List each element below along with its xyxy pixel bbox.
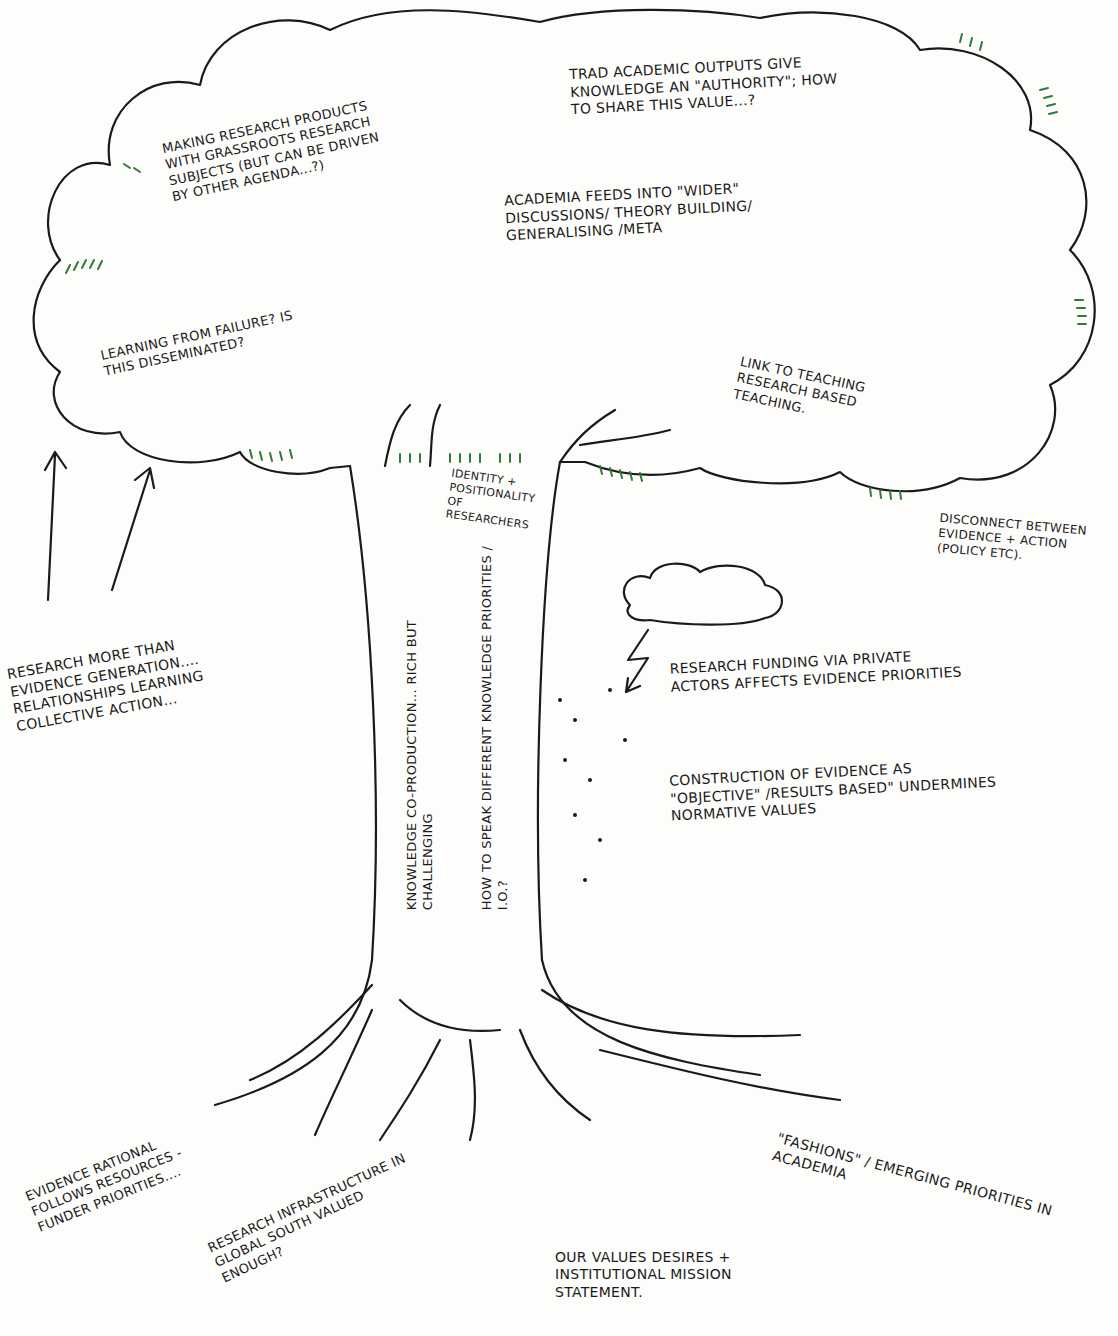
arrow-line [45, 452, 66, 600]
tree-root [250, 985, 840, 1140]
note-label: OUR VALUES DESIRES + INSTITUTIONAL MISSI… [555, 1249, 785, 1302]
arrow-line [112, 468, 154, 590]
note-label: CONSTRUCTION OF EVIDENCE AS "OBJECTIVE" … [669, 755, 1001, 825]
note-label: LINK TO TEACHING RESEARCH BASED TEACHING… [732, 353, 908, 436]
note-label: IDENTITY + POSITIONALITY OF RESEARCHERS [444, 466, 546, 534]
tree-root [400, 1000, 500, 1031]
tree-trunk [538, 462, 760, 1075]
note-label: HOW TO SPEAK DIFFERENT KNOWLEDGE PRIORIT… [479, 530, 512, 910]
note-label: RESEARCH MORE THAN EVIDENCE GENERATION..… [6, 625, 255, 736]
foliage-tufts [66, 34, 1086, 499]
note-label: RESEARCH FUNDING VIA PRIVATE ACTORS AFFE… [669, 645, 970, 696]
note-label: TRAD ACADEMIC OUTPUTS GIVE KNOWLEDGE AN … [569, 51, 851, 118]
storm-cloud [624, 564, 782, 625]
note-label: KNOWLEDGE CO-PRODUCTION... RICH BUT CHAL… [404, 530, 437, 910]
scatter-dots [558, 688, 627, 882]
note-label: RESEARCH INFRASTRUCTURE IN GLOBAL SOUTH … [205, 1144, 434, 1285]
note-label: ACADEMIA FEEDS INTO "WIDER" DISCUSSIONS/… [504, 175, 826, 244]
note-label: DISCONNECT BETWEEN EVIDENCE + ACTION (PO… [936, 510, 1104, 569]
tree-trunk [215, 466, 376, 1105]
lightning-bolt [626, 630, 648, 692]
note-label: MAKING RESEARCH PRODUCTS WITH GRASSROOTS… [161, 95, 390, 204]
tree-canopy [34, 10, 1095, 491]
tree-branch [385, 405, 670, 466]
note-label: "FASHIONS" / EMERGING PRIORITIES IN ACAD… [771, 1129, 1070, 1240]
note-label: EVIDENCE RATIONAL FOLLOWS RESOURCES - FU… [23, 1115, 227, 1235]
note-label: LEARNING FROM FAILURE? IS THIS DISSEMINA… [99, 300, 331, 380]
